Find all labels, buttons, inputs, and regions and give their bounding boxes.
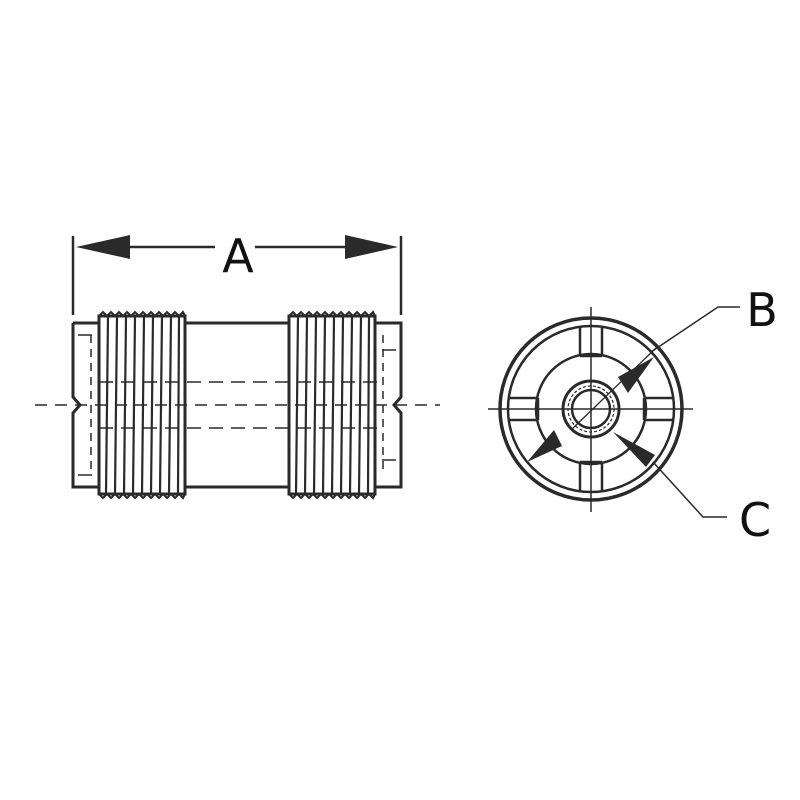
label-a: A bbox=[222, 229, 254, 283]
label-b: B bbox=[746, 283, 778, 337]
end-view bbox=[488, 306, 740, 518]
arrow-right-icon bbox=[345, 235, 398, 259]
arrow-c-icon bbox=[613, 432, 655, 467]
arrow-b-icon bbox=[618, 357, 654, 393]
side-view bbox=[35, 235, 440, 500]
arrow-left-icon bbox=[76, 235, 130, 259]
dimension-a bbox=[71, 235, 403, 315]
arrow-b2-icon bbox=[527, 430, 562, 462]
label-c: C bbox=[739, 493, 771, 547]
